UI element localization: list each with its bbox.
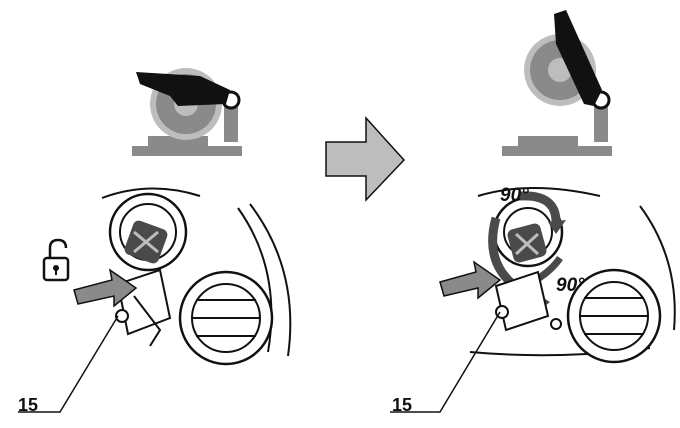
left-callout-leader <box>18 315 119 413</box>
right-saw-icon <box>502 10 612 156</box>
push-arrow <box>439 260 502 300</box>
bevel-lock-knob <box>507 223 547 263</box>
unlock-icon <box>42 238 70 282</box>
bevel-knob <box>566 268 662 364</box>
left-bevel-lock-detail <box>73 187 292 366</box>
rotate-arrow-top <box>519 191 561 223</box>
pull-arrow <box>73 268 138 308</box>
left-saw-icon <box>132 68 242 156</box>
right-callout-leader <box>390 311 501 413</box>
angle-label-right: 90° <box>556 275 585 296</box>
right-bevel-lock-detail <box>439 187 676 364</box>
angle-label-top: 90° <box>500 185 529 206</box>
callout-15-right: 15 <box>392 395 413 415</box>
right-arrow-icon <box>325 116 406 202</box>
callout-15-left: 15 <box>18 395 39 415</box>
bevel-lock-knob <box>124 220 168 264</box>
bevel-knob <box>178 270 274 366</box>
